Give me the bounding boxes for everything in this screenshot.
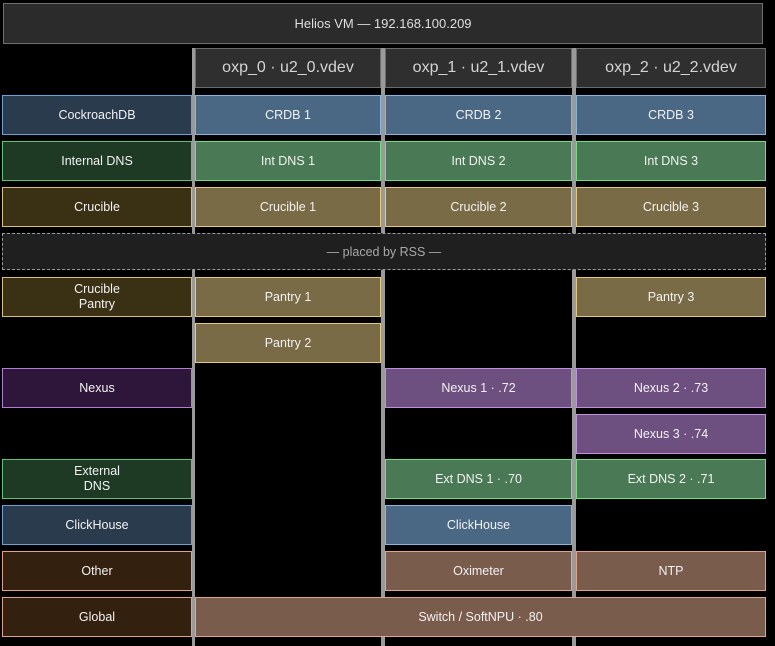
cell-nexus-2-label: Nexus 2 · .73 xyxy=(633,380,709,395)
row-label-clickhouse: ClickHouse xyxy=(2,505,192,545)
row-label-external-dns: External DNS xyxy=(2,459,192,499)
column-header-oxp-0: oxp_0 · u2_0.vdev xyxy=(195,48,381,88)
row-label-internal-dns-text: Internal DNS xyxy=(61,153,133,168)
gutter-col-1 xyxy=(192,48,195,646)
cell-ext-dns-2[interactable]: Ext DNS 2 · .71 xyxy=(576,459,766,499)
row-label-cockroachdb: CockroachDB xyxy=(2,95,192,135)
cell-crucible-2-label: Crucible 2 xyxy=(450,199,507,214)
cell-int-dns-3-label: Int DNS 3 xyxy=(643,153,699,168)
row-label-external-dns-text: External DNS xyxy=(74,464,120,493)
cell-crdb-3-label: CRDB 3 xyxy=(648,107,694,122)
rss-divider-label: — placed by RSS — xyxy=(326,244,442,259)
cell-int-dns-3[interactable]: Int DNS 3 xyxy=(576,141,766,181)
row-label-clickhouse-text: ClickHouse xyxy=(65,517,129,532)
cell-int-dns-1-label: Int DNS 1 xyxy=(260,153,316,168)
cell-nexus-2[interactable]: Nexus 2 · .73 xyxy=(576,368,766,408)
row-label-global: Global xyxy=(2,597,192,637)
cell-ext-dns-2-label: Ext DNS 2 · .71 xyxy=(627,471,715,486)
row-label-crucible: Crucible xyxy=(2,187,192,227)
cell-crucible-2[interactable]: Crucible 2 xyxy=(385,187,572,227)
cell-crdb-2-label: CRDB 2 xyxy=(455,107,502,122)
column-header-oxp-2: oxp_2 · u2_2.vdev xyxy=(576,48,766,88)
cell-nexus-1-label: Nexus 1 · .72 xyxy=(441,380,516,395)
cell-pantry-2-label: Pantry 2 xyxy=(264,335,312,350)
cell-switch-softnpu-label: Switch / SoftNPU · .80 xyxy=(418,609,543,624)
row-label-other-text: Other xyxy=(81,563,113,578)
row-label-crucible-pantry: Crucible Pantry xyxy=(2,277,192,317)
cell-clickhouse-1[interactable]: ClickHouse xyxy=(385,505,572,545)
column-header-oxp-0-label: oxp_0 · u2_0.vdev xyxy=(222,59,354,76)
cell-nexus-3[interactable]: Nexus 3 · .74 xyxy=(576,414,766,454)
cell-ntp[interactable]: NTP xyxy=(576,551,766,591)
cell-int-dns-2[interactable]: Int DNS 2 xyxy=(385,141,572,181)
vm-title: Helios VM — 192.168.100.209 xyxy=(294,16,472,31)
row-label-crucible-pantry-text: Crucible Pantry xyxy=(74,282,120,311)
vm-header-bar: Helios VM — 192.168.100.209 xyxy=(3,3,763,44)
cell-switch-softnpu[interactable]: Switch / SoftNPU · .80 xyxy=(195,597,766,637)
rss-divider: — placed by RSS — xyxy=(2,233,766,270)
row-label-crucible-text: Crucible xyxy=(74,199,120,214)
cell-oximeter-label: Oximeter xyxy=(453,563,504,578)
row-label-global-text: Global xyxy=(78,609,116,624)
gutter-col-2 xyxy=(381,48,385,646)
cell-pantry-3-label: Pantry 3 xyxy=(647,289,695,304)
column-header-oxp-1: oxp_1 · u2_1.vdev xyxy=(385,48,572,88)
cell-crucible-1[interactable]: Crucible 1 xyxy=(195,187,381,227)
cell-oximeter[interactable]: Oximeter xyxy=(385,551,572,591)
cell-int-dns-2-label: Int DNS 2 xyxy=(451,153,506,168)
row-label-other: Other xyxy=(2,551,192,591)
cell-crucible-3-label: Crucible 3 xyxy=(642,199,700,214)
gutter-col-3 xyxy=(572,48,576,646)
cell-crdb-3[interactable]: CRDB 3 xyxy=(576,95,766,135)
column-header-oxp-2-label: oxp_2 · u2_2.vdev xyxy=(605,59,737,76)
row-label-internal-dns: Internal DNS xyxy=(2,141,192,181)
cell-crdb-1[interactable]: CRDB 1 xyxy=(195,95,381,135)
row-label-nexus-text: Nexus xyxy=(79,380,115,395)
cell-pantry-1[interactable]: Pantry 1 xyxy=(195,277,381,317)
row-label-cockroachdb-text: CockroachDB xyxy=(58,107,136,122)
cell-int-dns-1[interactable]: Int DNS 1 xyxy=(195,141,381,181)
cell-ext-dns-1[interactable]: Ext DNS 1 · .70 xyxy=(385,459,572,499)
cell-pantry-2[interactable]: Pantry 2 xyxy=(195,323,381,363)
cell-nexus-1[interactable]: Nexus 1 · .72 xyxy=(385,368,572,408)
cell-pantry-3[interactable]: Pantry 3 xyxy=(576,277,766,317)
cell-crucible-1-label: Crucible 1 xyxy=(259,199,317,214)
cell-crdb-1-label: CRDB 1 xyxy=(265,107,311,122)
cell-nexus-3-label: Nexus 3 · .74 xyxy=(633,426,709,441)
column-header-oxp-1-label: oxp_1 · u2_1.vdev xyxy=(412,59,545,76)
cell-clickhouse-1-label: ClickHouse xyxy=(446,517,511,532)
cell-ext-dns-1-label: Ext DNS 1 · .70 xyxy=(435,471,522,486)
cell-pantry-1-label: Pantry 1 xyxy=(264,289,312,304)
row-label-nexus: Nexus xyxy=(2,368,192,408)
cell-crdb-2[interactable]: CRDB 2 xyxy=(385,95,572,135)
cell-ntp-label: NTP xyxy=(658,563,684,578)
cell-crucible-3[interactable]: Crucible 3 xyxy=(576,187,766,227)
